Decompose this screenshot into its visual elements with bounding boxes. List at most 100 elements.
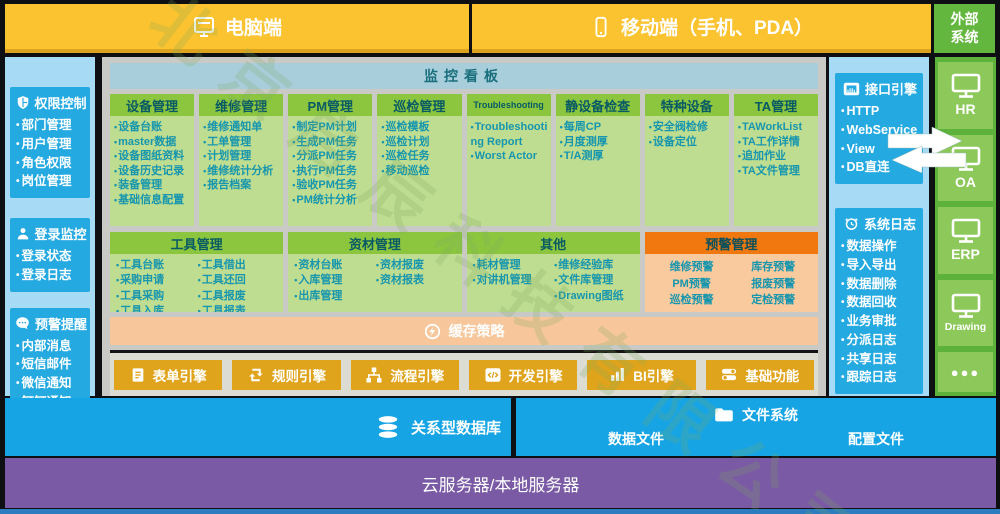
login-monitor-section: 登录监控 登录状态登录日志 [10, 218, 90, 292]
module-items: TAWorkListTA工作详情追加作业TA文件管理 [733, 116, 818, 226]
module-item: 耗材管理 [473, 258, 555, 273]
system-log-item: 导入导出 [841, 256, 919, 275]
interface-item: WebService [841, 121, 919, 140]
toggles-icon [722, 368, 737, 381]
smartphone-icon [595, 16, 607, 37]
module-item: 库存预警 [751, 261, 796, 273]
module-title: 资材管理 [288, 232, 462, 254]
external-system-tile: OA [938, 134, 993, 201]
module-item: 巡检预警 [669, 294, 714, 306]
sidebar-item: 登录日志 [16, 266, 86, 285]
bi-engine: BI引擎 [587, 359, 696, 390]
alarm-clock-icon [845, 218, 858, 230]
code-icon [485, 367, 501, 382]
module-item: 安全阀检修 [649, 120, 727, 135]
file-system-bar: 文件系统 数据文件 配置文件 [516, 398, 996, 456]
loop-arrows-icon [249, 368, 263, 381]
workflow-engine: 流程引擎 [350, 359, 459, 390]
module-item: Troubleshooting Report [471, 120, 549, 149]
module-item: 工具还回 [198, 273, 280, 288]
sidebar-item: 登录状态 [16, 247, 86, 266]
sidebar-item: 岗位管理 [16, 172, 86, 191]
divider [826, 57, 829, 396]
module-item: Drawing图纸 [554, 289, 636, 304]
module-item: 维修统计分析 [203, 164, 281, 179]
module-item: 工具台账 [116, 258, 198, 273]
system-log-item: 数据回收 [841, 293, 919, 312]
module-item: 出库管理 [294, 289, 376, 304]
module-item: 资材台账 [294, 258, 376, 273]
external-system-label: Drawing [944, 320, 987, 333]
system-log-section: 系统日志 数据操作导入导出数据删除数据回收业务审批分派日志共享日志跟踪日志 [835, 208, 923, 394]
module-item: 巡检计划 [381, 135, 459, 150]
module-items: 耗材管理对讲机管理 维修经验库文件库管理Drawing图纸 [466, 254, 640, 312]
config-files-label: 配置文件 [848, 431, 904, 447]
module: 巡检管理 巡检模板巡检计划巡检任务移动巡检 [377, 94, 462, 226]
dev-engine: 开发引擎 [468, 359, 578, 390]
system-log-item: 数据删除 [841, 275, 919, 294]
module: 工具管理 工具台账采购申请工具采购工具入库 工具借出工具还回工具报废工具报表 [110, 232, 284, 312]
module-items: 工具台账采购申请工具采购工具入库 工具借出工具还回工具报废工具报表 [110, 254, 284, 312]
middle-row: 权限控制 部门管理用户管理角色权限岗位管理 登录监控 登录状态登录日志 预警 [5, 57, 996, 419]
sidebar-item: 短信邮件 [16, 355, 86, 374]
module-item: 工具报表 [198, 304, 280, 312]
module-items: 每周CP月度测厚T/A测厚 [555, 116, 640, 226]
dashboard-panel: 监控看板 设备管理 设备台账master数据设备图纸资料设备历史记录装备管理基础… [102, 57, 826, 396]
module-item: 移动巡检 [381, 164, 459, 179]
monitor-icon [951, 73, 980, 99]
sidebar-item: 内部消息 [16, 337, 86, 356]
permission-control-section: 权限控制 部门管理用户管理角色权限岗位管理 [10, 87, 90, 198]
pc-terminal-label: 电脑端 [224, 18, 282, 39]
external-system-tile: Drawing [938, 279, 993, 346]
module: 其他 耗材管理对讲机管理 维修经验库文件库管理Drawing图纸 [466, 232, 640, 312]
module-item: 计划管理 [203, 149, 281, 164]
folder-icon [715, 408, 733, 422]
data-files-label: 数据文件 [608, 431, 664, 447]
sidebar-item: 用户管理 [16, 135, 86, 154]
module-item: 资材报表 [376, 273, 458, 288]
module-items: Troubleshooting ReportWorst Actor [466, 116, 551, 226]
module: 静设备检查 每周CP月度测厚T/A测厚 [555, 94, 640, 226]
module-item: master数据 [114, 135, 192, 150]
interface-item: View [841, 140, 919, 159]
module-item: 定检预警 [751, 294, 796, 306]
pc-terminal-bar: 电脑端 [5, 4, 469, 53]
basic-functions: 基础功能 [705, 359, 814, 390]
module-item: 入库管理 [294, 273, 376, 288]
module: 资材管理 资材台账入库管理出库管理 资材报废资材报表 [288, 232, 462, 312]
section-title: 预警提醒 [35, 316, 88, 332]
kanban-title: 监控看板 [110, 63, 818, 89]
bottom-edge [0, 509, 1000, 514]
module: 设备管理 设备台账master数据设备图纸资料设备历史记录装备管理基础信息配置 [110, 94, 195, 226]
module: 维修管理 维修通知单工单管理计划管理维修统计分析报告档案 [199, 94, 284, 226]
sidebar-item: 角色权限 [16, 154, 86, 173]
module-title: 工具管理 [110, 232, 284, 254]
system-log-item: 共享日志 [841, 350, 919, 369]
external-system-tile: ERP [938, 207, 993, 274]
external-more-tile: ●●● [938, 352, 993, 392]
system-log-item: 数据操作 [841, 237, 919, 256]
module-item: 报废预警 [751, 277, 796, 290]
module-item: PM预警 [672, 277, 711, 290]
module-item: 设备台账 [114, 120, 192, 135]
module-item: 对讲机管理 [473, 273, 555, 288]
module-item: T/A测厚 [560, 149, 638, 164]
module-item: 制定PM计划 [292, 120, 370, 135]
module-item: 工具入库 [116, 304, 198, 312]
server-label: 云服务器/本地服务器 [421, 475, 580, 495]
system-log-item: 业务审批 [841, 312, 919, 331]
module-item: 追加作业 [738, 149, 816, 164]
module-item: 基础信息配置 [114, 193, 192, 208]
module-items: 设备台账master数据设备图纸资料设备历史记录装备管理基础信息配置 [110, 116, 195, 226]
module-item: 验收PM任务 [292, 178, 370, 193]
module-items: 维修通知单工单管理计划管理维修统计分析报告档案 [199, 116, 284, 226]
module-items: 巡检模板巡检计划巡检任务移动巡检 [377, 116, 462, 226]
module-item: 资材报废 [376, 258, 458, 273]
module-item: TA工作详情 [738, 135, 816, 150]
system-log-items: 数据操作导入导出数据删除数据回收业务审批分派日志共享日志跟踪日志 [841, 237, 919, 387]
divider [929, 57, 935, 396]
relational-database-bar: 关系型数据库 [5, 398, 511, 456]
module-title: TA管理 [733, 94, 818, 116]
module-item: 巡检模板 [381, 120, 459, 135]
